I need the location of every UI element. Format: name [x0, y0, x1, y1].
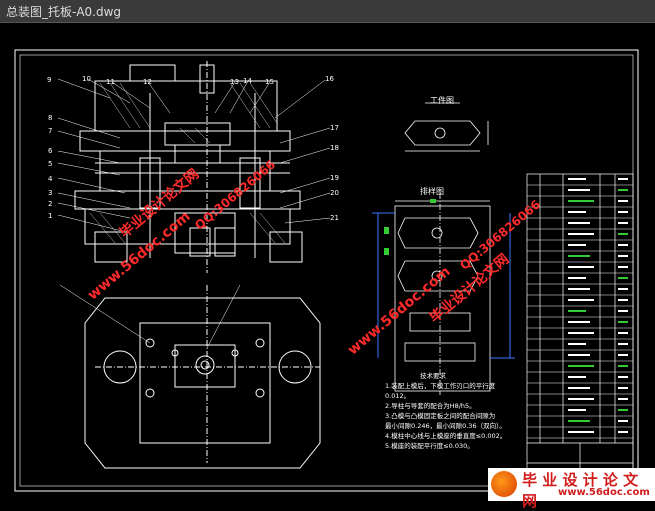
window-title: 总装图_托板-A0.dwg: [6, 5, 122, 19]
bom-cell-text: [618, 354, 628, 356]
bom-cell-text: [618, 178, 628, 180]
section-hatching: [89, 82, 286, 244]
bom-cell-text: [568, 332, 594, 334]
bom-cell-text: [568, 178, 586, 180]
tech-requirements-title: 技术要求: [420, 372, 446, 380]
bom-rows: [527, 178, 633, 439]
bom-cell-text: [618, 332, 628, 334]
tech-line: 2.导柱与导套的配合为H8/h5。: [385, 402, 476, 410]
bom-cell-text: [618, 211, 628, 213]
bom-cell-text: [568, 189, 590, 191]
part-number: 19: [330, 174, 339, 182]
bom-cell-text: [618, 244, 628, 246]
part-number: 1: [48, 212, 53, 220]
part-number: 6: [48, 147, 53, 155]
assembly-section-view: [74, 61, 303, 273]
bom-cell-text: [618, 321, 628, 323]
part-number: 20: [330, 189, 339, 197]
bom-cell-text: [618, 255, 628, 257]
strip-layout-view: [394, 193, 491, 395]
bom-cell-text: [568, 277, 586, 279]
part-number: 8: [48, 114, 53, 122]
bill-of-materials: [526, 173, 634, 487]
bom-cell-text: [618, 299, 628, 301]
window-titlebar: 总装图_托板-A0.dwg: [0, 0, 655, 23]
bom-cell-text: [568, 420, 590, 422]
part-number: 5: [48, 160, 53, 168]
tech-line: 最小间隙0.246，最小间隙0.36（双向）。: [385, 422, 506, 430]
bom-cell-text: [568, 288, 590, 290]
bom-cell-text: [568, 398, 594, 400]
site-brand: 毕 业 设 计 论 文 网 www.56doc.com: [488, 468, 655, 510]
bom-cell-text: [568, 211, 586, 213]
bom-cell-text: [618, 233, 628, 235]
part-number: 10: [82, 75, 91, 83]
tech-line: 5.模座的装配平行度≤0.030。: [385, 442, 474, 450]
bom-cell-text: [618, 310, 628, 312]
brand-url: www.56doc.com: [558, 487, 650, 498]
part-number: 21: [330, 214, 339, 222]
tech-line: 4.模柱中心线与上模座的垂直度≤0.002。: [385, 432, 507, 440]
bom-cell-text: [568, 376, 586, 378]
strip-layout-dimensions: [372, 212, 515, 359]
bom-cell-text: [568, 409, 586, 411]
part-number: 12: [143, 78, 152, 86]
bom-cell-text: [568, 222, 590, 224]
cad-drawing: [14, 49, 639, 492]
bom-cell-text: [568, 244, 586, 246]
part-number: 13: [230, 78, 239, 86]
bom-cell-text: [618, 200, 628, 202]
bom-cell-text: [568, 365, 594, 367]
part-number: 17: [330, 124, 339, 132]
part-number: 18: [330, 144, 339, 152]
part-number: 7: [48, 127, 53, 135]
drawing-border: [14, 49, 639, 492]
bom-cell-text: [618, 343, 628, 345]
tech-line: 3.凸模与凸模固定板之间的配合间隙为: [385, 412, 496, 420]
bom-cell-text: [618, 409, 628, 411]
bom-cell-text: [568, 321, 590, 323]
bom-cell-text: [568, 431, 594, 433]
bom-cell-text: [618, 376, 628, 378]
bom-cell-text: [618, 222, 628, 224]
technical-requirements: 技术要求 1.装配上模后，下模工作刃口的平行度0.012。 2.导柱与导套的配合…: [385, 371, 520, 451]
part-leader-lines: [57, 78, 331, 234]
bom-cell-text: [618, 288, 628, 290]
tech-line: 1.装配上模后，下模工作刃口的平行度0.012。: [385, 382, 496, 400]
bom-cell-text: [568, 354, 590, 356]
part-number: 4: [48, 175, 53, 183]
label-workpiece: 工件图: [430, 96, 454, 105]
bom-cell-text: [618, 398, 628, 400]
bom-cell-text: [568, 266, 594, 268]
plan-view: [59, 284, 321, 469]
bom-cell-text: [568, 233, 594, 235]
bom-cell-text: [568, 343, 586, 345]
bom-cell-text: [618, 420, 628, 422]
strip-layout-markers: [384, 199, 436, 255]
part-number: 15: [265, 78, 274, 86]
part-number: 14: [243, 77, 252, 85]
bom-cell-text: [618, 365, 628, 367]
bom-cell-text: [618, 189, 628, 191]
bom-cell-text: [568, 200, 594, 202]
bom-cell-text: [568, 310, 586, 312]
part-number: 16: [325, 75, 334, 83]
brand-logo-icon: [491, 471, 517, 497]
part-number: 3: [48, 189, 53, 197]
bom-cell-text: [568, 387, 590, 389]
part-number: 9: [47, 76, 52, 84]
bom-cell-text: [618, 277, 628, 279]
bom-cell-text: [568, 299, 594, 301]
part-number: 11: [106, 78, 115, 86]
part-number: 2: [48, 200, 53, 208]
bom-cell-text: [618, 266, 628, 268]
bom-cell-text: [618, 387, 628, 389]
bom-cell-text: [618, 431, 628, 433]
label-strip-layout: 排样图: [420, 187, 444, 196]
bom-cell-text: [568, 255, 590, 257]
workpiece-view: [404, 102, 489, 152]
